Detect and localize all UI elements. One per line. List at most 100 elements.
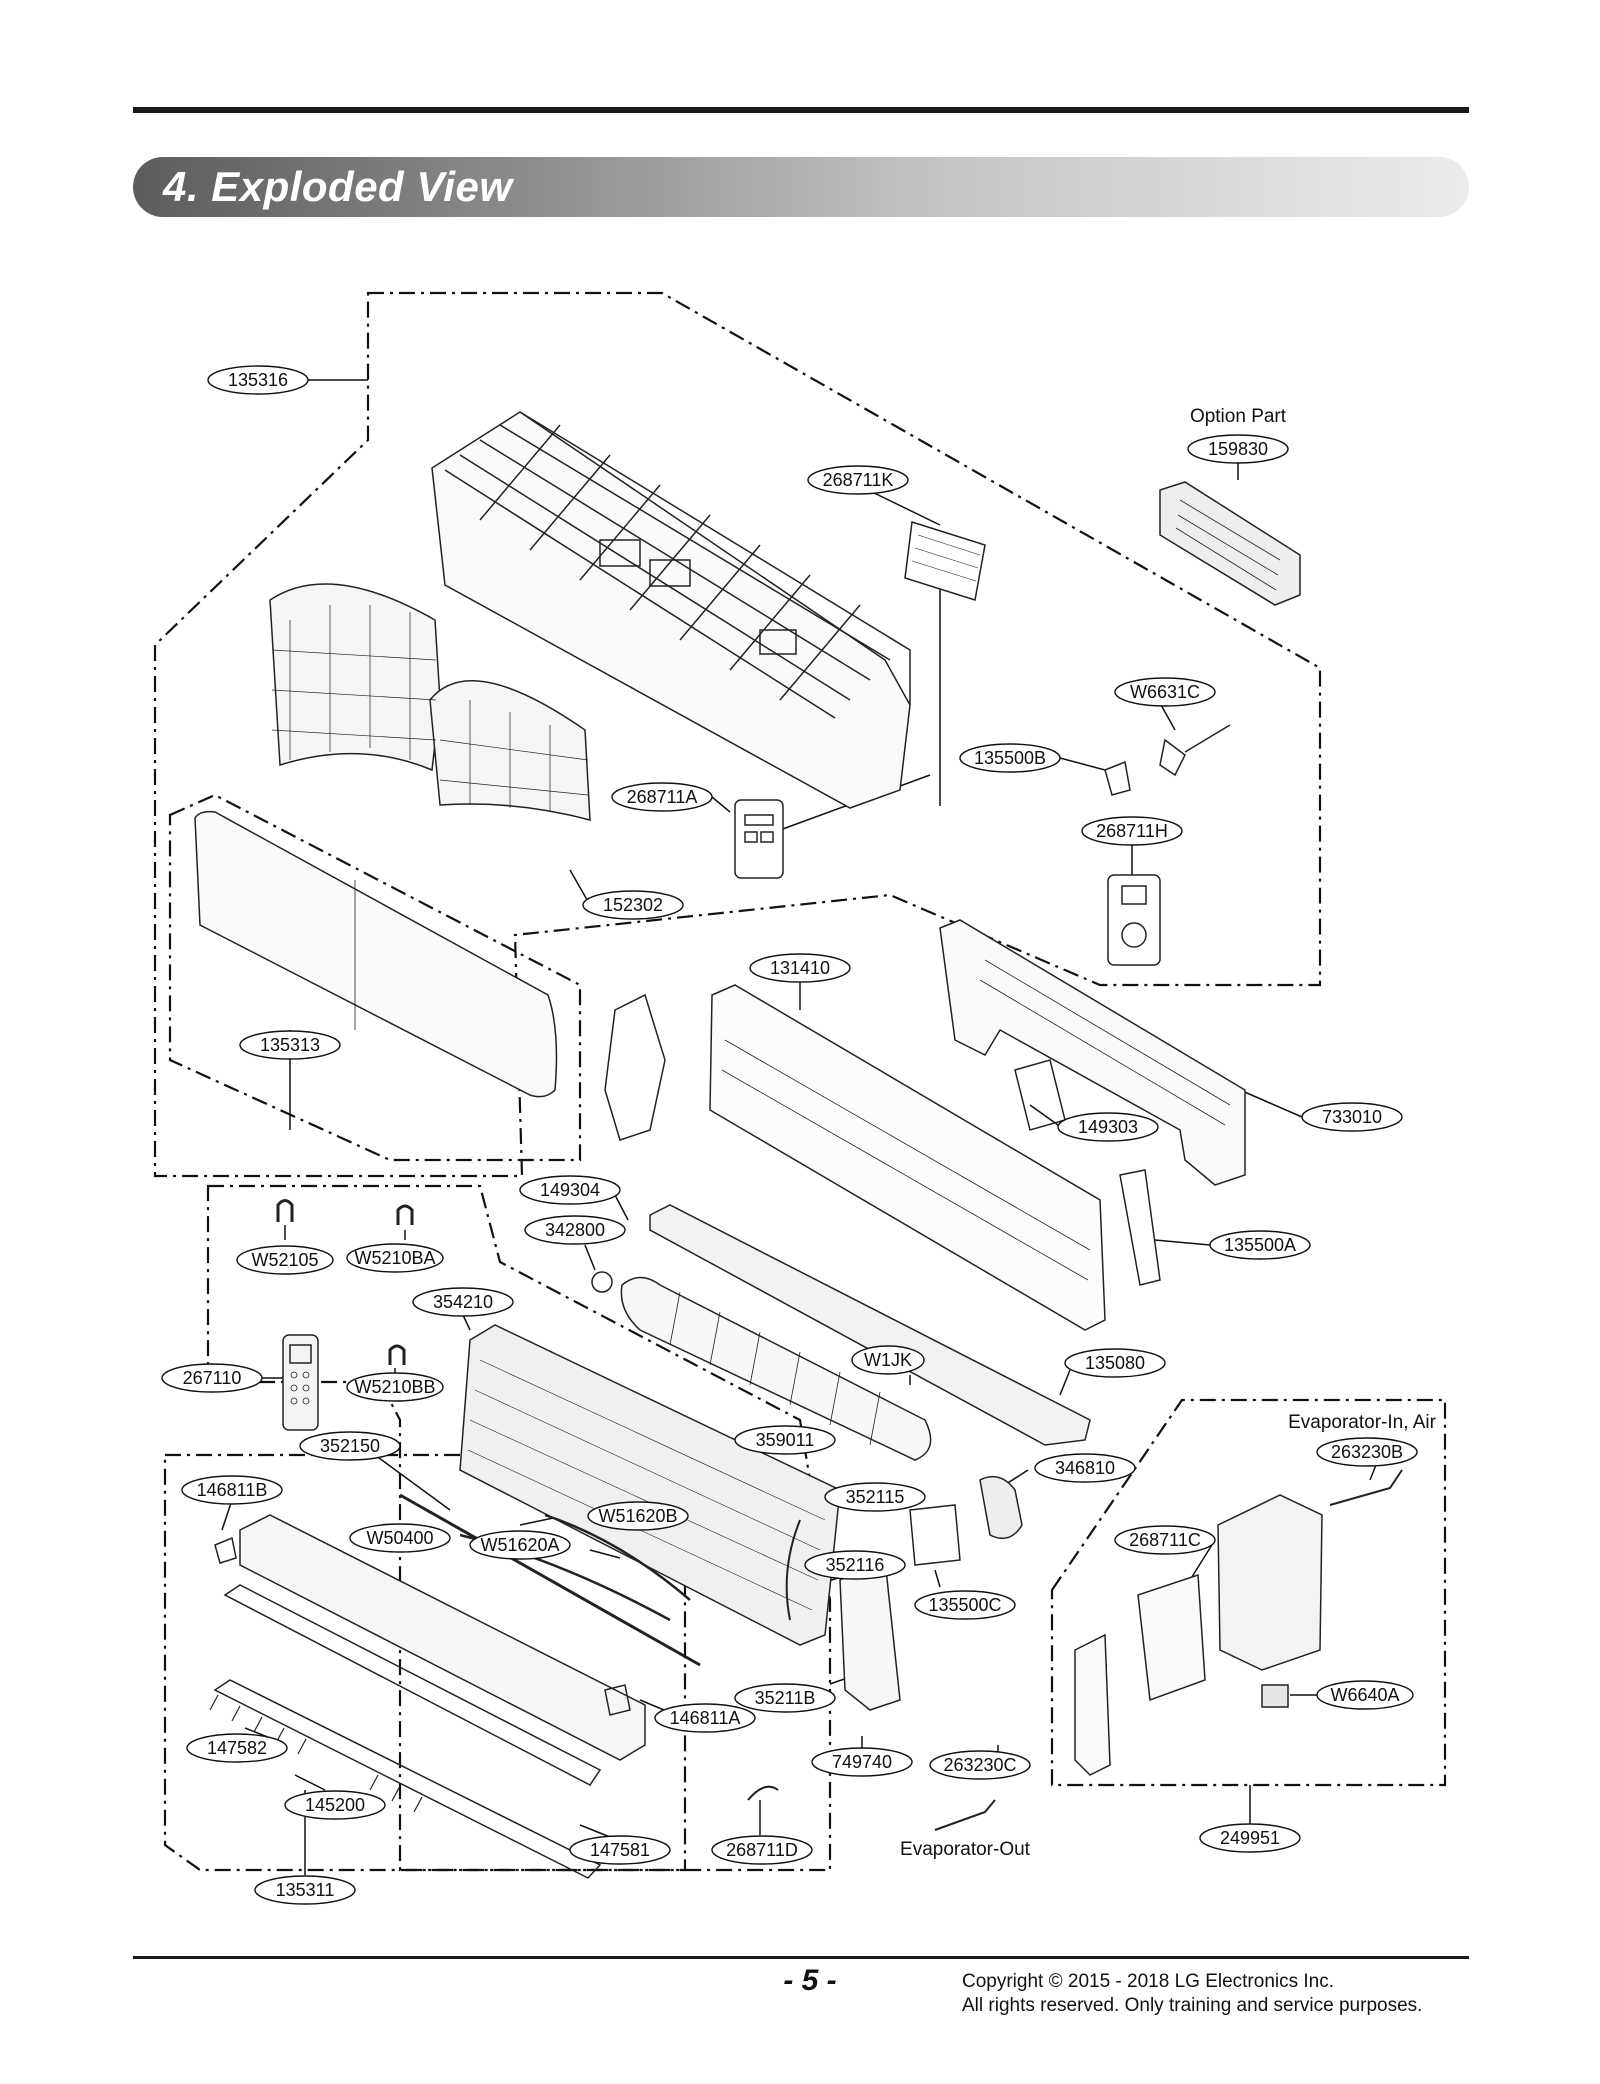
svg-text:249951: 249951 bbox=[1220, 1828, 1280, 1848]
svg-text:W6631C: W6631C bbox=[1130, 682, 1200, 702]
holder-135500c bbox=[909, 1504, 961, 1566]
motor-146811a bbox=[604, 1684, 631, 1716]
label-145200: 145200 bbox=[284, 1790, 386, 1820]
label-sheet-k bbox=[904, 521, 986, 601]
label-w1jk: W1JK bbox=[851, 1345, 925, 1375]
label-135313: 135313 bbox=[239, 1030, 341, 1060]
svg-text:131410: 131410 bbox=[770, 958, 830, 978]
motor-cover-149304 bbox=[604, 993, 666, 1141]
air-filters bbox=[269, 583, 591, 821]
display-label-h bbox=[1107, 874, 1161, 966]
front-panel bbox=[194, 810, 558, 1098]
cable-268711d bbox=[747, 1785, 779, 1801]
label-749740: 749740 bbox=[811, 1747, 913, 1777]
label-733010: 733010 bbox=[1301, 1102, 1403, 1132]
svg-text:268711C: 268711C bbox=[1129, 1530, 1201, 1550]
label-249951: 249951 bbox=[1199, 1823, 1301, 1853]
svg-text:149304: 149304 bbox=[540, 1180, 600, 1200]
label-w6640a: W6640A bbox=[1316, 1680, 1414, 1710]
svg-text:135500A: 135500A bbox=[1224, 1235, 1296, 1255]
label-131410: 131410 bbox=[749, 953, 851, 983]
bracket-135500a bbox=[1119, 1169, 1161, 1286]
label-152302: 152302 bbox=[582, 890, 684, 920]
label-352116: 352116 bbox=[804, 1550, 906, 1580]
svg-text:135316: 135316 bbox=[228, 370, 288, 390]
label-135080: 135080 bbox=[1064, 1348, 1166, 1378]
group-outlines bbox=[153, 291, 1447, 1872]
page-number: - 5 - bbox=[783, 1964, 837, 1997]
svg-text:W50400: W50400 bbox=[366, 1528, 433, 1548]
vane-145200 bbox=[223, 1584, 602, 1786]
svg-text:W5210BB: W5210BB bbox=[354, 1377, 435, 1397]
svg-text:733010: 733010 bbox=[1322, 1107, 1382, 1127]
label-268711a: 268711A bbox=[611, 782, 713, 812]
svg-text:W52105: W52105 bbox=[251, 1250, 318, 1270]
label-352150: 352150 bbox=[299, 1431, 401, 1461]
main-chassis bbox=[709, 984, 1106, 1331]
pipe-w51620b bbox=[544, 1513, 691, 1601]
svg-text:268711A: 268711A bbox=[627, 787, 698, 807]
svg-text:267110: 267110 bbox=[183, 1368, 242, 1388]
svg-text:W6640A: W6640A bbox=[1330, 1685, 1399, 1705]
discharge-frame bbox=[239, 1514, 646, 1761]
sensor-263230b bbox=[1329, 1469, 1403, 1506]
fan-motor-346810 bbox=[979, 1475, 1023, 1540]
upper-group-outline bbox=[153, 291, 1322, 1178]
label-342800: 342800 bbox=[524, 1215, 626, 1245]
label-135311: 135311 bbox=[254, 1875, 356, 1905]
bearing-342800 bbox=[591, 1271, 613, 1293]
sensor-263230c bbox=[934, 1799, 996, 1831]
svg-text:145200: 145200 bbox=[305, 1795, 365, 1815]
svg-text:263230B: 263230B bbox=[1331, 1442, 1403, 1462]
vane-147581 bbox=[213, 1679, 602, 1879]
svg-text:359011: 359011 bbox=[756, 1430, 815, 1450]
evaporator bbox=[459, 1324, 841, 1646]
pipe-352150 bbox=[399, 1493, 701, 1667]
svg-text:135311: 135311 bbox=[276, 1880, 335, 1900]
svg-text:149303: 149303 bbox=[1078, 1117, 1138, 1137]
remote-group-outline bbox=[206, 1184, 832, 1872]
evaporator-out-note: Evaporator-Out bbox=[900, 1839, 1031, 1860]
display-label-a bbox=[734, 799, 784, 879]
label-146811a: 146811A bbox=[654, 1703, 756, 1733]
svg-text:268711K: 268711K bbox=[823, 470, 894, 490]
svg-text:159830: 159830 bbox=[1208, 439, 1268, 459]
svg-text:135313: 135313 bbox=[260, 1035, 320, 1055]
copyright-line-1: Copyright © 2015 - 2018 LG Electronics I… bbox=[962, 1971, 1335, 1992]
label-268711h: 268711H bbox=[1081, 816, 1183, 846]
label-w6631c: W6631C bbox=[1114, 677, 1216, 707]
copyright: Copyright © 2015 - 2018 LG Electronics I… bbox=[962, 1970, 1422, 2018]
section-banner: 4. Exploded View bbox=[133, 157, 1469, 217]
label-w52105: W52105 bbox=[236, 1245, 334, 1275]
svg-text:135080: 135080 bbox=[1085, 1353, 1145, 1373]
evaporator-in-note: Evaporator-In, Air bbox=[1288, 1412, 1437, 1433]
pcb-268711c bbox=[1137, 1573, 1206, 1702]
cross-flow-fan bbox=[620, 1276, 932, 1461]
svg-text:W5210BA: W5210BA bbox=[354, 1248, 435, 1268]
svg-text:268711H: 268711H bbox=[1096, 821, 1168, 841]
vane-group-outline bbox=[163, 1453, 687, 1872]
installation-plate bbox=[939, 919, 1246, 1186]
svg-text:135500B: 135500B bbox=[974, 748, 1046, 768]
svg-text:147581: 147581 bbox=[590, 1840, 650, 1860]
label-w5210ba: W5210BA bbox=[346, 1243, 444, 1273]
label-149303: 149303 bbox=[1057, 1112, 1159, 1142]
label-268711c: 268711C bbox=[1114, 1525, 1216, 1555]
label-268711d: 268711D bbox=[711, 1835, 813, 1865]
label-w5210bb: W5210BB bbox=[346, 1372, 444, 1402]
option-part-module bbox=[1159, 481, 1301, 606]
footer-rule bbox=[133, 1956, 1469, 1959]
label-263230c: 263230C bbox=[929, 1750, 1031, 1780]
svg-text:342800: 342800 bbox=[545, 1220, 605, 1240]
svg-text:W1JK: W1JK bbox=[864, 1350, 912, 1370]
header-rule bbox=[133, 107, 1469, 113]
motor-146811b bbox=[214, 1536, 237, 1564]
rear-bracket-749740 bbox=[839, 1558, 901, 1711]
control-box bbox=[1217, 1494, 1323, 1671]
clip-w52105 bbox=[276, 1199, 294, 1222]
svg-text:146811B: 146811B bbox=[197, 1480, 268, 1500]
pipe-352115 bbox=[785, 1519, 801, 1621]
louvers-147582 bbox=[209, 1694, 423, 1813]
remote-controller bbox=[282, 1334, 319, 1431]
